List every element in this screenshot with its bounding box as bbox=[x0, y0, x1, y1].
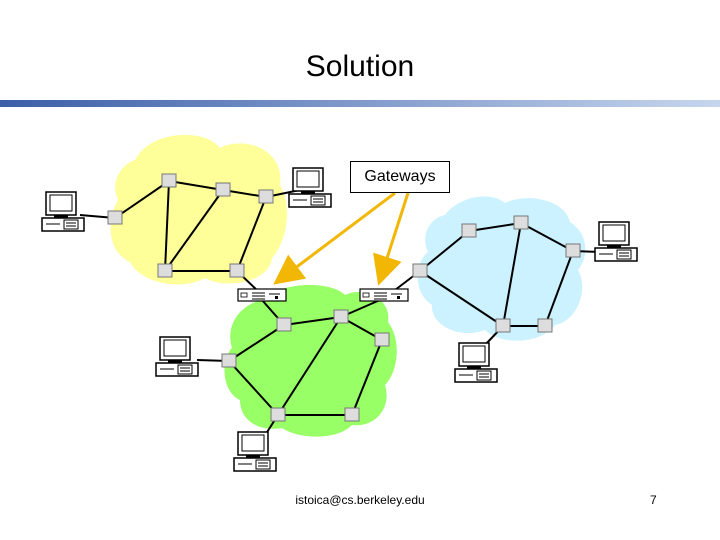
title-divider-bar bbox=[0, 100, 720, 107]
router-node-icon bbox=[157, 263, 173, 278]
gateways-callout-label: Gateways bbox=[350, 161, 450, 193]
router-node-icon bbox=[229, 263, 245, 278]
arrow-to-left-gateway bbox=[273, 191, 396, 285]
gateway-router-icon bbox=[237, 288, 287, 302]
router-node-icon bbox=[215, 182, 231, 197]
router-node-icon bbox=[537, 318, 553, 333]
router-node-icon bbox=[513, 215, 529, 230]
desktop-computer-icon bbox=[454, 342, 498, 383]
page-number: 7 bbox=[650, 493, 657, 507]
router-node-icon bbox=[276, 317, 292, 332]
router-node-icon bbox=[565, 243, 581, 258]
network-cloud-green bbox=[224, 284, 397, 437]
router-node-icon bbox=[333, 309, 349, 324]
desktop-computer-icon bbox=[594, 221, 638, 262]
gateway-arrows bbox=[273, 191, 410, 286]
router-node-icon bbox=[344, 407, 360, 422]
network-cloud-blue bbox=[417, 196, 586, 341]
desktop-computer-icon bbox=[233, 431, 277, 472]
router-node-icon bbox=[495, 318, 511, 333]
router-node-icon bbox=[221, 353, 237, 368]
router-nodes bbox=[107, 173, 581, 422]
desktop-computer-icon bbox=[288, 167, 332, 208]
links-green-network bbox=[196, 299, 383, 441]
slide-title: Solution bbox=[305, 50, 415, 83]
router-node-icon bbox=[107, 210, 123, 225]
router-node-icon bbox=[258, 189, 274, 204]
router-node-icon bbox=[461, 223, 477, 238]
router-node-icon bbox=[270, 407, 286, 422]
desktop-computer-icon bbox=[41, 191, 85, 232]
router-node-icon bbox=[161, 173, 177, 188]
router-node-icon bbox=[412, 263, 428, 278]
arrow-to-right-gateway bbox=[373, 192, 410, 286]
network-cloud-yellow bbox=[110, 134, 287, 285]
footer-email: istoica@cs.berkeley.edu bbox=[295, 493, 425, 507]
desktop-computer-icon bbox=[155, 336, 199, 377]
gateway-router-icon bbox=[359, 288, 409, 302]
router-node-icon bbox=[374, 332, 390, 347]
